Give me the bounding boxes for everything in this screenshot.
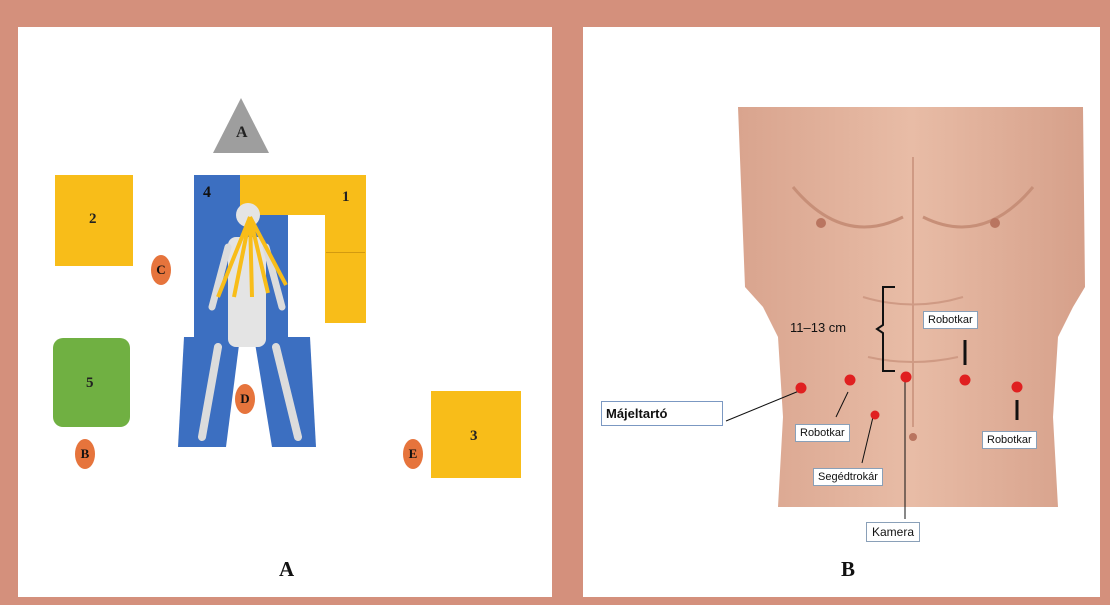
panel-a-or-layout: A 2 4 1 5 3 C D B E A xyxy=(18,27,552,597)
station-1-label: 1 xyxy=(342,189,350,206)
port-robot-arm-left xyxy=(845,375,856,386)
person-d: D xyxy=(235,384,255,414)
label-majeltarto: Májeltartó xyxy=(601,401,723,426)
port-assistant xyxy=(871,411,880,420)
label-robotkar-right: Robotkar xyxy=(982,431,1037,449)
trocar-ports xyxy=(583,27,1100,597)
person-e: E xyxy=(403,439,423,469)
port-liver-retractor xyxy=(796,383,807,394)
person-c: C xyxy=(151,255,171,285)
label-robotkar-left: Robotkar xyxy=(795,424,850,442)
panel-b-letter: B xyxy=(841,557,855,582)
port-robot-arm-right xyxy=(1012,382,1023,393)
label-kamera: Kamera xyxy=(866,522,920,542)
triangle-label: A xyxy=(236,124,248,142)
station-5-label: 5 xyxy=(86,375,94,392)
patient-figure xyxy=(168,197,328,477)
station-2-label: 2 xyxy=(89,211,97,228)
label-robotkar-top: Robotkar xyxy=(923,311,978,329)
station-3-label: 3 xyxy=(470,428,478,445)
panel-a-letter: A xyxy=(279,557,294,582)
person-b: B xyxy=(75,439,95,469)
label-segedtrokar: Segédtrokár xyxy=(813,468,883,486)
port-robot-arm-center xyxy=(960,375,971,386)
port-camera xyxy=(901,372,912,383)
panel-b-port-placement: 11–13 cm Robotkar Májeltartó Robotkar Ro… xyxy=(583,27,1100,597)
